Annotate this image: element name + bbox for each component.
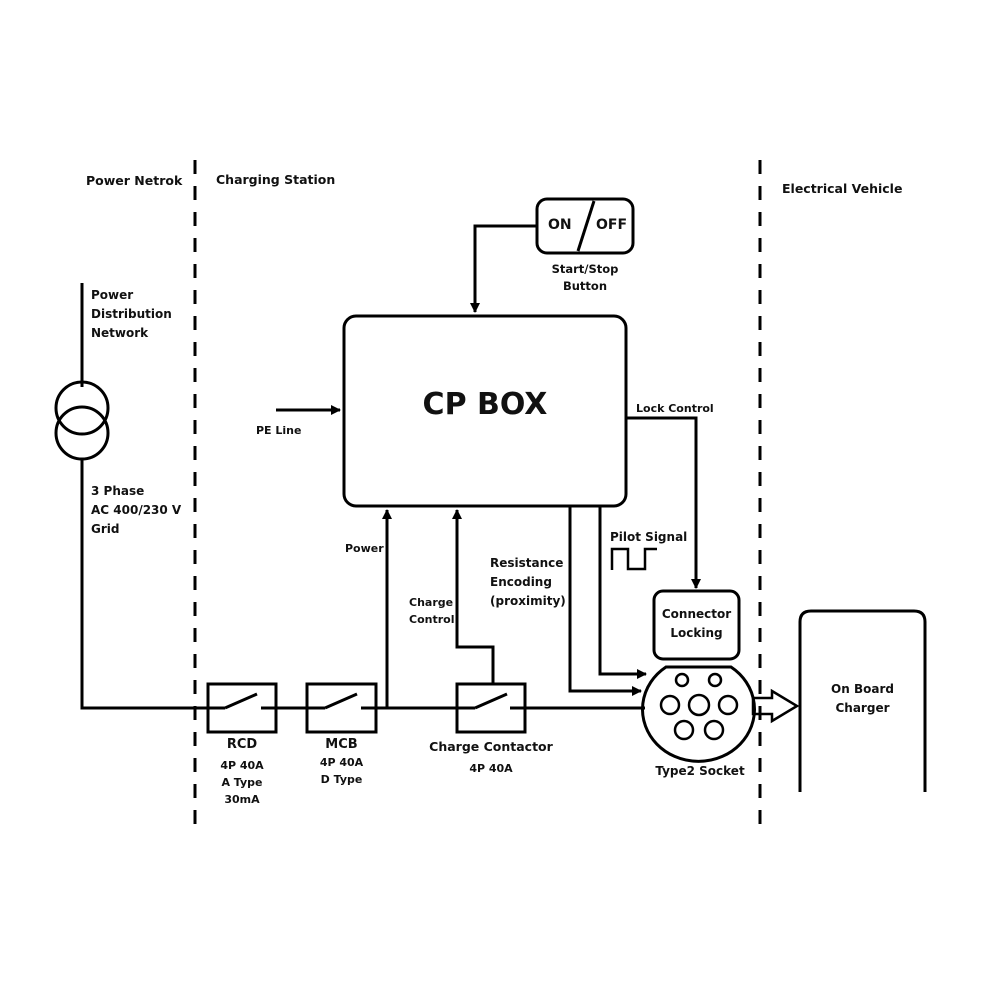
charge-contactor-spec: 4P 40A	[469, 762, 513, 775]
grid-supply-label: 3 Phase AC 400/230 V Grid	[91, 484, 182, 536]
pilot-signal-arrow	[598, 506, 647, 679]
start-stop-on-label[interactable]: ON	[548, 217, 572, 233]
on-board-charger-box	[798, 609, 927, 792]
mcb-symbol	[305, 682, 378, 734]
power-label: Power	[345, 542, 384, 555]
mcb-spec: 4P 40A D Type	[319, 756, 364, 786]
rcd-spec: 4P 40A A Type 30mA	[220, 759, 264, 806]
type2-socket-label: Type2 Socket	[655, 764, 745, 778]
pilot-signal-label: Pilot Signal	[610, 530, 688, 544]
pilot-signal-waveform-icon	[610, 547, 657, 571]
charge-control-label: Charge Control	[409, 596, 455, 626]
connector-locking-box	[652, 589, 741, 661]
connector-locking-label: Connector Locking	[661, 607, 732, 640]
charge-contactor-name: Charge Contactor	[429, 739, 553, 754]
resistance-encoding-label: Resistance Encoding (proximity)	[490, 556, 566, 608]
grid-main-line	[80, 459, 208, 710]
transformer-icon	[54, 380, 110, 461]
rcd-name: RCD	[226, 737, 258, 752]
start-stop-off-label[interactable]: OFF	[596, 217, 628, 233]
on-off-divider	[576, 200, 596, 252]
cp-box	[342, 314, 628, 508]
start-stop-arrow	[470, 224, 537, 313]
power-transfer-arrow-icon	[751, 688, 800, 724]
charge-contactor-symbol	[455, 682, 527, 734]
charge-control-arrow	[452, 509, 495, 684]
start-stop-button-label: Start/Stop Button	[551, 262, 619, 293]
rcd-symbol	[206, 682, 278, 734]
region-label-power-network: Power Netrok	[86, 173, 183, 188]
lock-control-arrow	[626, 416, 701, 589]
resistance-encoding-arrow	[568, 506, 642, 696]
region-label-electrical-vehicle: Electrical Vehicle	[782, 181, 903, 196]
type2-socket-icon	[641, 665, 756, 763]
lock-control-label: Lock Control	[636, 402, 714, 415]
mcb-name: MCB	[325, 737, 358, 752]
region-label-charging-station: Charging Station	[216, 172, 336, 187]
pe-line-label: PE Line	[256, 424, 302, 437]
power-distribution-network-label: Power Distribution Network	[91, 288, 172, 340]
on-board-charger-label: On Board Charger	[831, 682, 894, 715]
cp-box-title: CP BOX	[422, 387, 548, 422]
